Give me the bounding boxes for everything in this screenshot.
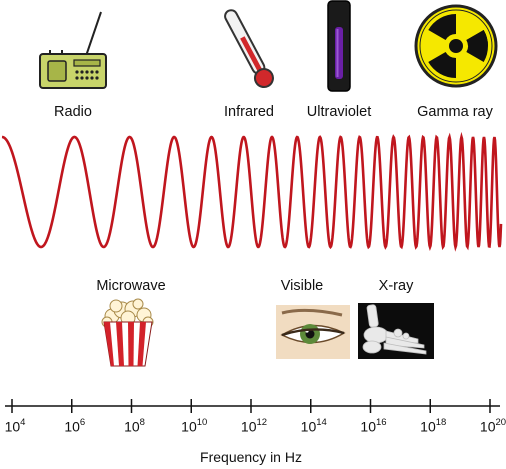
tick-base: 10 bbox=[181, 418, 197, 435]
frequency-axis bbox=[5, 399, 500, 413]
tick-exponent: 18 bbox=[435, 417, 447, 428]
radiation-icon bbox=[414, 4, 498, 88]
tick-base: 10 bbox=[420, 418, 436, 435]
tick-label: 1020 bbox=[479, 417, 506, 435]
tick-label: 1014 bbox=[300, 417, 327, 435]
tick-exponent: 14 bbox=[316, 417, 327, 428]
tick-base: 10 bbox=[124, 418, 140, 435]
tick-exponent: 4 bbox=[20, 417, 26, 428]
tick-label: 1018 bbox=[420, 417, 447, 435]
tick-exponent: 10 bbox=[196, 417, 208, 428]
tick-base: 10 bbox=[4, 418, 21, 435]
tick-label: 1016 bbox=[360, 417, 387, 435]
tick-exponent: 12 bbox=[256, 417, 268, 428]
radio-icon bbox=[38, 10, 108, 90]
tick-exponent: 20 bbox=[495, 417, 506, 428]
tick-base: 10 bbox=[300, 418, 317, 435]
wave-graphic bbox=[1, 131, 503, 252]
label-microwave: Microwave bbox=[96, 278, 166, 294]
tick-base: 10 bbox=[360, 418, 376, 435]
electromagnetic-wave bbox=[1, 131, 503, 252]
popcorn-icon bbox=[98, 298, 158, 368]
tick-label: 108 bbox=[124, 417, 145, 435]
tick-base: 10 bbox=[240, 418, 257, 435]
tick-base: 10 bbox=[479, 418, 496, 435]
xray-foot-icon bbox=[358, 303, 434, 359]
tick-exponent: 8 bbox=[139, 417, 145, 428]
thermometer-icon bbox=[218, 2, 278, 94]
eye-icon bbox=[276, 305, 350, 359]
tick-label: 1012 bbox=[240, 417, 268, 435]
tick-label: 1010 bbox=[181, 417, 208, 435]
tick-base: 10 bbox=[64, 418, 80, 435]
label-x-ray: X-ray bbox=[378, 278, 414, 294]
tick-label: 106 bbox=[64, 417, 86, 435]
tick-exponent: 16 bbox=[376, 417, 387, 428]
label-ultraviolet: Ultraviolet bbox=[306, 104, 372, 120]
label-infrared: Infrared bbox=[224, 104, 274, 120]
label-visible: Visible bbox=[280, 278, 324, 294]
axis-title: Frequency in Hz bbox=[200, 449, 302, 465]
label-radio: Radio bbox=[54, 104, 92, 120]
uv-lamp-icon bbox=[326, 0, 352, 92]
tick-exponent: 6 bbox=[79, 417, 86, 428]
tick-label: 104 bbox=[4, 417, 26, 435]
label-gamma-ray: Gamma ray bbox=[417, 104, 493, 120]
